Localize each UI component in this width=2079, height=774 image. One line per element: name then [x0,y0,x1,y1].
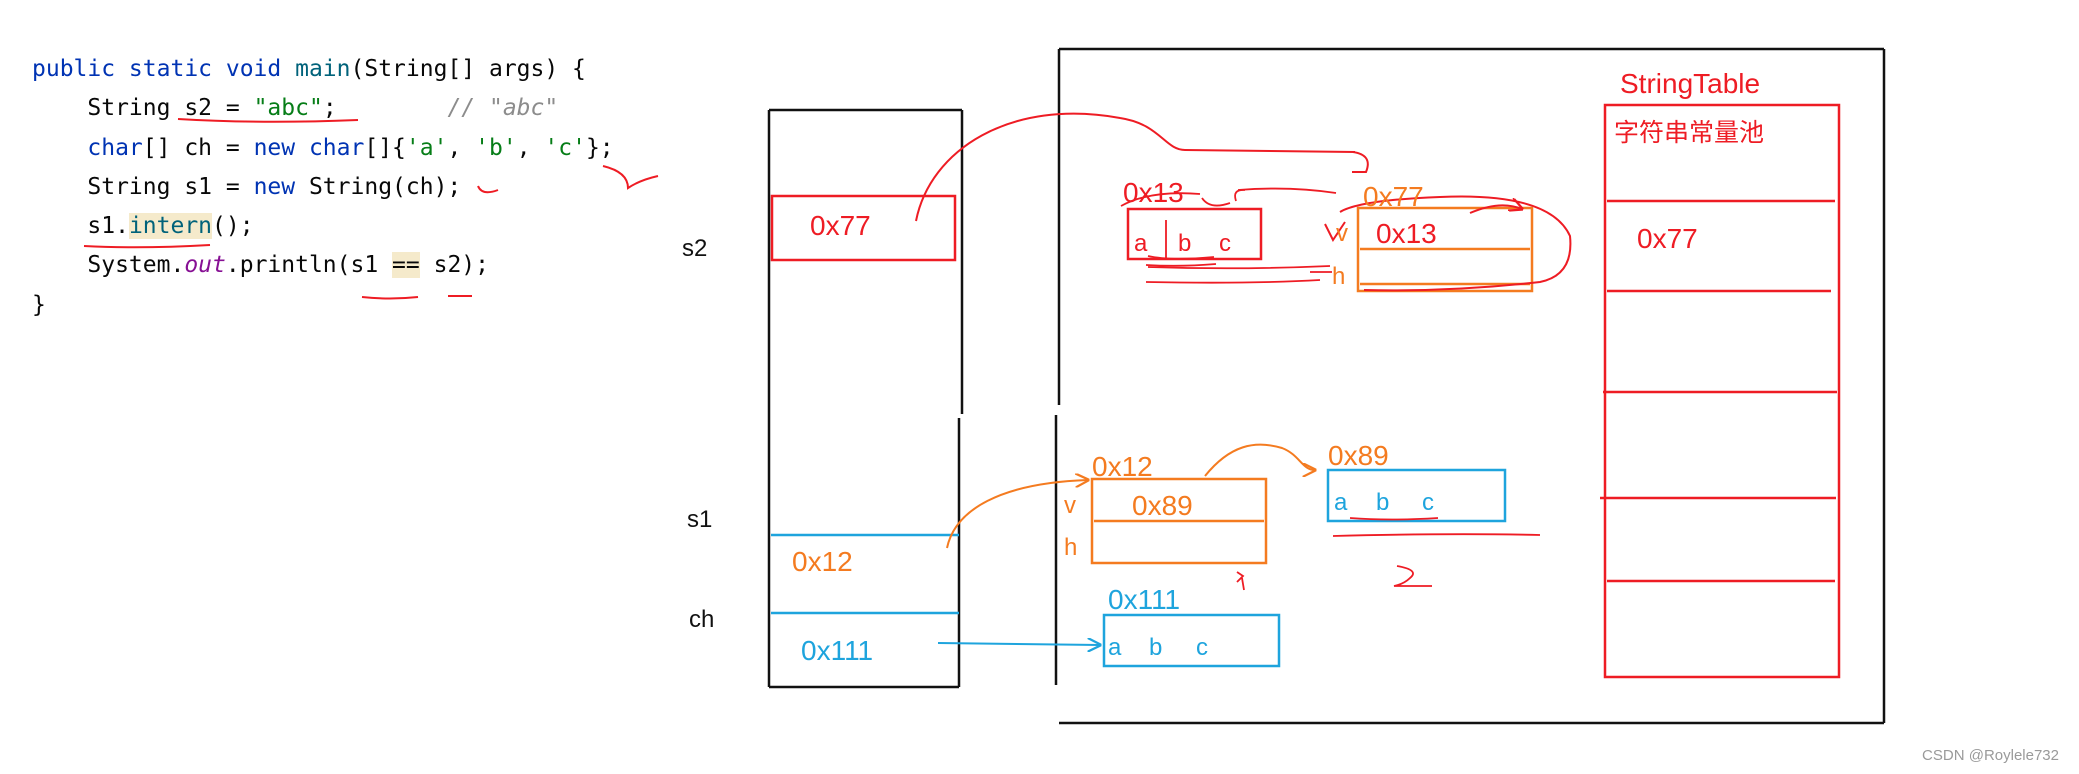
stack-label-ch: ch [689,606,715,633]
code-token: , [516,134,545,161]
chars-ch-b: b [1149,634,1163,661]
chars-ch-a: a [1108,634,1122,661]
code-line-3: char[] ch = new char[]{'a', 'b', 'c'}; [32,129,614,168]
stack-value-ch: 0x111 [801,635,874,666]
code-line-1: public static void main(String[] args) { [32,50,614,89]
code-token: new [253,134,309,161]
code-token: } [32,291,46,318]
arrow-s1-to-string [946,480,1088,549]
code-token: 'b' [475,134,517,161]
stack-slot-s2 [770,194,957,262]
chars-box-mid [1326,468,1507,523]
tick-after-ch [602,165,659,190]
code-token: 'a' [405,134,448,161]
code-token: "abc" [253,95,323,122]
code-line-2: String s2 = "abc"; // "abc" [32,89,614,128]
string-top-h-label: h [1332,263,1346,290]
string-top-address: 0x77 [1363,181,1424,212]
tick-after-s1 [477,185,499,194]
chars-top-b: b [1178,230,1192,257]
code-token: [] ch = [142,134,254,161]
chars-top-c: c [1219,230,1231,257]
underline-intern-line [83,244,211,249]
string-top-v-label: v [1336,220,1348,247]
code-token: (String[] args) { [350,56,586,82]
code-token: == [392,252,420,279]
code-comment: // "abc" [447,95,559,122]
chars-mid-address: 0x89 [1328,440,1389,471]
stack-value-s1: 0x12 [792,546,853,577]
string-top-value: 0x13 [1376,218,1437,249]
arrow-s2-to-string [915,112,1356,222]
chars-box-top-marks [1120,187,1337,284]
code-token: s1. [32,213,129,240]
chars-top-a: a [1134,230,1148,257]
underline-s1-eq-s2 [361,296,419,300]
code-line-5: s1.intern(); [32,207,614,246]
arrow-s2-head [1352,151,1369,173]
code-token: 'c' [544,134,586,161]
code-token: intern [128,213,213,240]
code-line-6: System.out.println(s1 == s2); [32,246,614,285]
chars-box-ch [1102,613,1281,668]
mark-under-chars-mid [1393,565,1432,587]
string-s1-h-label: h [1064,534,1078,561]
string-s1-value: 0x89 [1132,490,1193,521]
code-underlines [83,118,659,300]
code-line-4: String s1 = new String(ch); [32,168,614,207]
string-table-subtitle: 字符串常量池 [1614,118,1765,147]
heap-frame [1054,47,1886,725]
string-obj-top-red-tick [1324,221,1346,242]
code-token: }; [585,134,614,161]
code-token: String(ch); [308,173,462,200]
stack-value-s2: 0x77 [810,210,871,241]
arrow-string-to-chars-mid [1204,443,1315,476]
code-token: new [253,173,309,200]
chars-ch-c: c [1196,634,1208,661]
code-token: String s1 = [32,173,254,200]
chars-box-mid-redline [1332,533,1541,537]
code-line-7: } [32,286,614,325]
string-table-title: StringTable [1620,68,1761,99]
code-token: System. [32,252,185,279]
chars-box-top [1126,207,1263,261]
string-table-entry-1: 0x77 [1637,223,1698,254]
code-token: out [184,252,226,279]
string-s1-v-label: v [1064,492,1076,519]
code-token: String s2 = [32,95,254,122]
chars-mid-c: c [1422,489,1434,516]
code-token: char [87,134,143,161]
stack-frame [767,108,964,689]
chars-box-mid-underline [1349,517,1439,521]
chars-top-address: 0x13 [1123,177,1184,208]
code-token: , [447,134,476,161]
string-obj-top [1356,206,1534,293]
code-token: s2); [419,252,489,279]
string-table-box [1600,103,1841,679]
code-token: .println(s1 [225,252,393,279]
code-token: ; [322,95,448,122]
code-token: []{ [364,134,406,161]
string-obj-s1 [1090,477,1268,565]
watermark: CSDN @Roylele732 [1922,747,2059,764]
chars-mid-b: b [1376,489,1390,516]
chars-mid-a: a [1334,489,1348,516]
code-token [32,135,87,161]
code-snippet: public static void main(String[] args) {… [32,50,614,325]
underline-s2-line [177,118,359,123]
chars-ch-address: 0x111 [1108,584,1181,615]
code-token: main [295,56,351,82]
stack-label-s2: s2 [682,235,708,262]
mark-under-string-s1 [1236,571,1245,591]
code-token: public static void [32,56,296,82]
arrow-ch-to-chars [937,643,1100,645]
string-s1-address: 0x12 [1092,451,1153,482]
string-obj-top-red-loop [1339,195,1572,292]
string-obj-top-arrow [1469,205,1522,214]
code-token: char [308,134,365,161]
code-token: (); [212,213,254,240]
stack-label-s1: s1 [687,506,713,533]
